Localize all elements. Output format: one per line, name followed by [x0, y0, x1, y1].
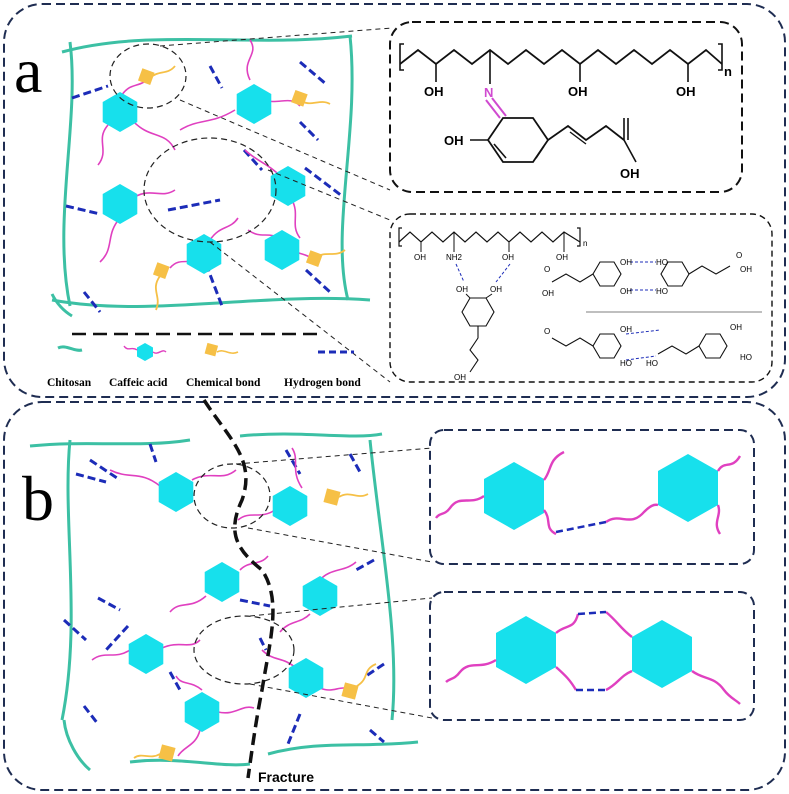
acid-oh-label: OH — [454, 373, 466, 382]
ho-label: HO — [656, 287, 668, 296]
oh-label: OH — [620, 325, 632, 334]
nh2-label: NH2 — [446, 253, 463, 262]
imine-n-label: N — [484, 85, 493, 100]
ho-label: HO — [656, 258, 668, 267]
caffeic-acid-hex — [204, 562, 240, 602]
caffeic-acid-legend-swatch — [123, 343, 167, 361]
legend-caffeic-acid-label: Caffeic acid — [109, 377, 168, 389]
panel-a: a — [3, 3, 786, 398]
oh-label: OH — [542, 289, 554, 298]
o-label: O — [736, 251, 742, 260]
oh-label: OH — [620, 258, 632, 267]
legend: Chitosan Caffeic acid Chemical bond Hydr… — [47, 332, 361, 389]
caffeic-acid-hex — [272, 486, 308, 526]
oh-label: OH — [502, 253, 514, 262]
chemical-bond-group-b — [133, 488, 377, 762]
chitosan-legend-swatch — [57, 345, 83, 352]
repeat-unit-n-label: n — [583, 239, 587, 248]
oh-label: OH — [676, 84, 696, 99]
o-label: O — [544, 327, 550, 336]
caffeic-acid-hex — [102, 184, 138, 224]
oh-label: OH — [568, 84, 588, 99]
fracture-label: Fracture — [258, 769, 314, 785]
panel-b: b — [3, 399, 786, 791]
inset-intact-bond — [429, 429, 755, 565]
ho-label: HO — [620, 359, 632, 368]
repeat-unit-n-label: n — [724, 64, 732, 79]
network-a — [50, 27, 393, 383]
caffeic-acid-hex — [288, 658, 324, 698]
fracture-line — [202, 399, 275, 779]
ho-label: HO — [646, 359, 658, 368]
legend-chemical-bond-label: Chemical bond — [186, 377, 261, 389]
panel-a-letter: a — [14, 35, 42, 106]
panel-a-frame — [3, 3, 786, 398]
caffeic-acid-hex — [264, 230, 300, 270]
oh-label: OH — [620, 287, 632, 296]
inset-hydrogen-bond-structure: OH NH2 OH OH n OH OH OH — [389, 213, 773, 383]
inset-broken-bond — [429, 591, 755, 721]
panel-b-letter: b — [22, 463, 54, 534]
inset-chemical-bond-structure: OH N OH OH n OH OH — [389, 21, 743, 193]
oh-label: OH — [730, 323, 742, 332]
oh-label: OH — [424, 84, 444, 99]
oh-label: OH — [414, 253, 426, 262]
caffeic-acid-hex — [158, 472, 194, 512]
oh-label: OH — [556, 253, 568, 262]
ho-label: HO — [740, 353, 752, 362]
chemical-bond-legend-swatch — [204, 342, 239, 357]
caffeic-acid-hex — [128, 634, 164, 674]
network-b: Fracture — [29, 399, 433, 785]
o-label: O — [544, 265, 550, 274]
caffeic-acid-hex — [236, 84, 272, 124]
caffeic-acid-hex — [184, 692, 220, 732]
panel-b-frame — [3, 401, 786, 791]
oh-label: OH — [456, 285, 468, 294]
oh-label: OH — [490, 285, 502, 294]
legend-chitosan-label: Chitosan — [47, 377, 92, 389]
legend-hydrogen-bond-label: Hydrogen bond — [284, 377, 361, 389]
chemical-bond-group-a — [137, 65, 346, 311]
oh-label: OH — [444, 133, 464, 148]
acid-oh-label: OH — [620, 166, 640, 181]
oh-label: OH — [740, 265, 752, 274]
